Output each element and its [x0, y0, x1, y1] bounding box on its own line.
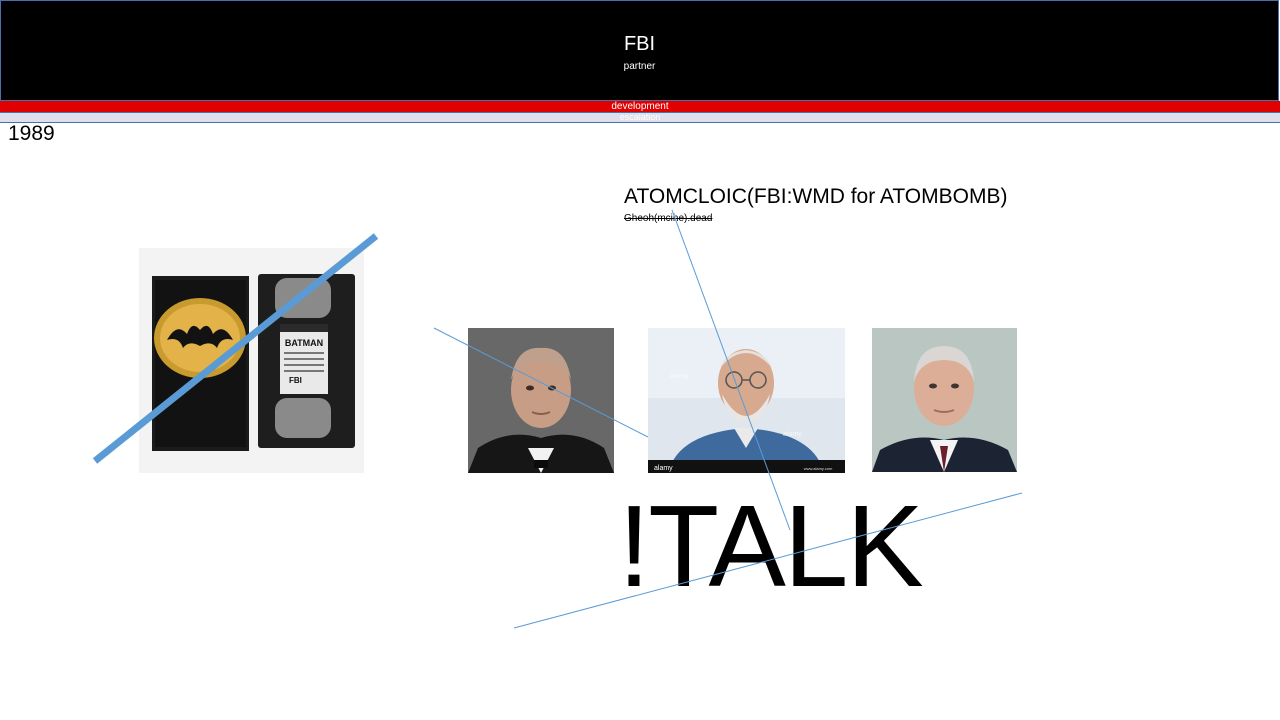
grey-band: escalation	[0, 112, 1280, 123]
watermark-2: alamy	[783, 431, 802, 438]
year-label: 1989	[8, 122, 55, 145]
header-title: FBI	[623, 33, 656, 55]
red-band: development	[0, 101, 1280, 112]
portrait-photo-1	[468, 328, 614, 473]
portrait-photo-2: alamy www.alamy.com alamy alamy	[648, 328, 845, 473]
portrait-photo-3	[872, 328, 1017, 472]
vhs-tape-image: BATMAN FBI	[139, 248, 364, 473]
struck-note: Gheoh(mcihe).dead	[624, 213, 713, 224]
stock-watermark-logo: alamy	[654, 465, 673, 472]
headline-text: ATOMCLOIC(FBI:WMD for ATOMBOMB)	[624, 185, 1008, 208]
vhs-side-text: FBI	[289, 376, 302, 385]
header-banner: FBI partner	[0, 0, 1279, 101]
vhs-label-text: BATMAN	[285, 338, 323, 348]
header-subtitle: partner	[623, 61, 656, 72]
watermark-1: alamy	[670, 373, 689, 380]
stock-caption: www.alamy.com	[804, 466, 833, 471]
big-talk-text: !TALK	[618, 481, 924, 611]
